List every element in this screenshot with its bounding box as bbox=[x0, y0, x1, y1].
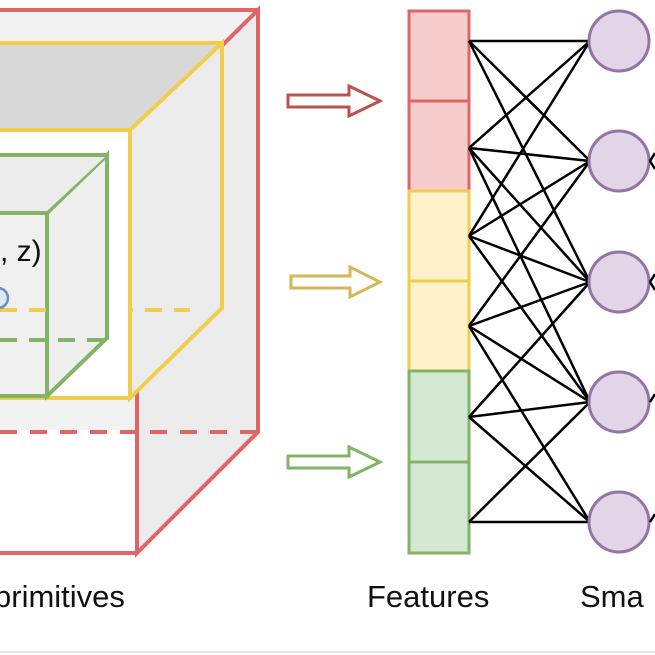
sma-caption: Sma bbox=[580, 579, 645, 614]
network-connection bbox=[467, 235, 592, 403]
green-box-top-face bbox=[0, 157, 105, 211]
network-connection bbox=[468, 234, 591, 284]
feature-column bbox=[407, 9, 471, 555]
green-box-front-face bbox=[0, 215, 45, 394]
red-arrow bbox=[286, 83, 384, 119]
network-connection bbox=[468, 401, 591, 523]
network-connection bbox=[468, 40, 591, 149]
network-connection bbox=[468, 416, 591, 523]
network-connection bbox=[467, 160, 592, 327]
outgoing-stub bbox=[648, 281, 655, 291]
network-connection bbox=[467, 40, 592, 283]
network-connection bbox=[467, 325, 592, 523]
network-connection bbox=[468, 281, 591, 418]
network-nodes bbox=[587, 9, 651, 554]
outgoing-stub bbox=[648, 393, 655, 403]
network-node-4 bbox=[587, 370, 651, 434]
primitives-caption: primitives bbox=[0, 579, 125, 614]
red-arrow-shape bbox=[286, 83, 384, 119]
network-connection bbox=[468, 400, 591, 419]
network-connection bbox=[468, 159, 591, 238]
green-box-front-edges bbox=[0, 211, 49, 398]
network-connection bbox=[467, 147, 592, 403]
yellow-arrow-shape bbox=[289, 264, 384, 300]
outgoing-stub bbox=[648, 152, 655, 162]
feature-segment-3 bbox=[407, 189, 471, 283]
network-connection bbox=[468, 146, 591, 163]
yellow-box-front-edges bbox=[0, 128, 132, 400]
feature-segment-1 bbox=[407, 9, 471, 103]
features-caption: Features bbox=[367, 579, 489, 614]
outgoing-connection-stubs bbox=[648, 152, 655, 523]
green-arrow bbox=[286, 444, 384, 480]
feature-segment-2 bbox=[407, 99, 471, 193]
feature-segment-6 bbox=[407, 460, 471, 555]
network-node-2 bbox=[587, 129, 651, 193]
sample-point bbox=[0, 286, 10, 310]
network-connection bbox=[468, 324, 591, 404]
feature-segment-4 bbox=[407, 279, 471, 373]
yellow-arrow bbox=[289, 264, 384, 300]
network-connection bbox=[467, 40, 592, 237]
coordinate-label: , z) bbox=[0, 235, 42, 268]
network-connection bbox=[468, 40, 591, 162]
outgoing-stub bbox=[648, 273, 655, 283]
feature-segment-5 bbox=[407, 369, 471, 464]
outgoing-stub bbox=[648, 513, 655, 523]
network-node-1 bbox=[587, 9, 651, 73]
network-connection bbox=[468, 280, 591, 328]
outgoing-stub bbox=[648, 160, 655, 170]
network-node-3 bbox=[587, 250, 651, 314]
green-arrow-shape bbox=[286, 444, 384, 480]
network-connections bbox=[467, 39, 592, 524]
inner-green-box bbox=[0, 150, 109, 401]
network-node-5 bbox=[587, 490, 651, 554]
yellow-box-top-face bbox=[0, 43, 222, 130]
network-connection bbox=[468, 147, 591, 283]
